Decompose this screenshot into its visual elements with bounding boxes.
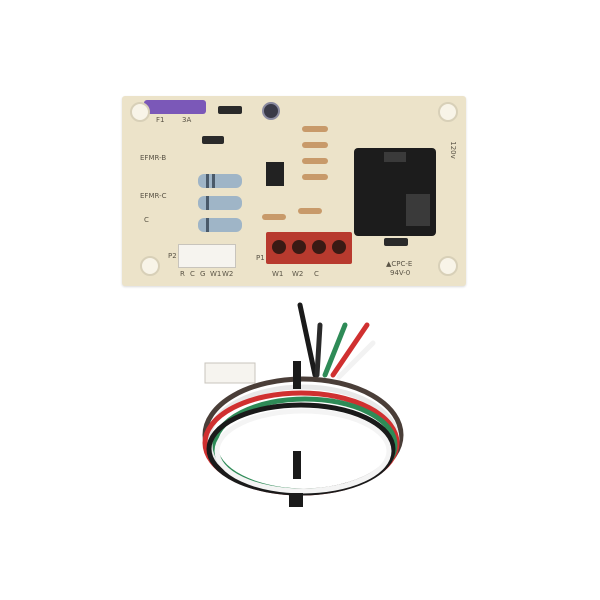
label-efmr-c: EFMR-C — [140, 192, 167, 200]
diode — [218, 106, 242, 114]
resistor — [302, 158, 328, 164]
p2-pin-w1: W1 — [210, 270, 222, 278]
fuse-rating: 3A — [182, 116, 192, 124]
fuse-label: F1 — [156, 116, 165, 124]
power-resistor — [198, 196, 242, 210]
capacitor — [262, 102, 280, 120]
p1-pin-w1: W1 — [272, 270, 284, 278]
mount-hole — [130, 102, 150, 122]
mount-hole — [140, 256, 160, 276]
p1-pin-w2: W2 — [292, 270, 304, 278]
cable-tie — [293, 361, 301, 389]
resistor — [302, 142, 328, 148]
diode — [202, 136, 224, 144]
connector-p1 — [266, 232, 352, 264]
cert-rating: 94V-0 — [390, 269, 411, 277]
resistor — [302, 174, 328, 180]
p2-pin-c: C — [190, 270, 195, 278]
p2-pin-r: R — [180, 270, 185, 278]
p2-pin-g: G — [200, 270, 206, 278]
voltage-label: 120v — [448, 141, 457, 159]
connector-p2 — [178, 244, 236, 268]
resistor — [302, 126, 328, 132]
resistor — [262, 214, 286, 220]
p1-pin-c: C — [314, 270, 319, 278]
circuit-board: F1 3A EFMR-B EFMR-C C 120v P2 R C G W1 W… — [122, 96, 466, 286]
cert-mark: ▲CPC-E — [386, 260, 413, 268]
cable-tie — [293, 451, 301, 479]
wire-harness — [202, 302, 404, 507]
label-c: C — [144, 216, 149, 224]
p2-label: P2 — [168, 252, 177, 260]
power-resistor — [198, 218, 242, 232]
power-resistor — [198, 174, 242, 188]
harness-plug — [204, 362, 256, 384]
fuse — [144, 100, 206, 114]
p1-label: P1 — [256, 254, 265, 262]
resistor — [298, 208, 322, 214]
mount-hole — [438, 256, 458, 276]
p2-pin-w2: W2 — [222, 270, 234, 278]
label-efmr-b: EFMR-B — [140, 154, 167, 162]
chip — [266, 162, 284, 186]
relay — [354, 148, 436, 236]
cable-tie — [289, 493, 303, 507]
diode — [384, 238, 408, 246]
mount-hole — [438, 102, 458, 122]
